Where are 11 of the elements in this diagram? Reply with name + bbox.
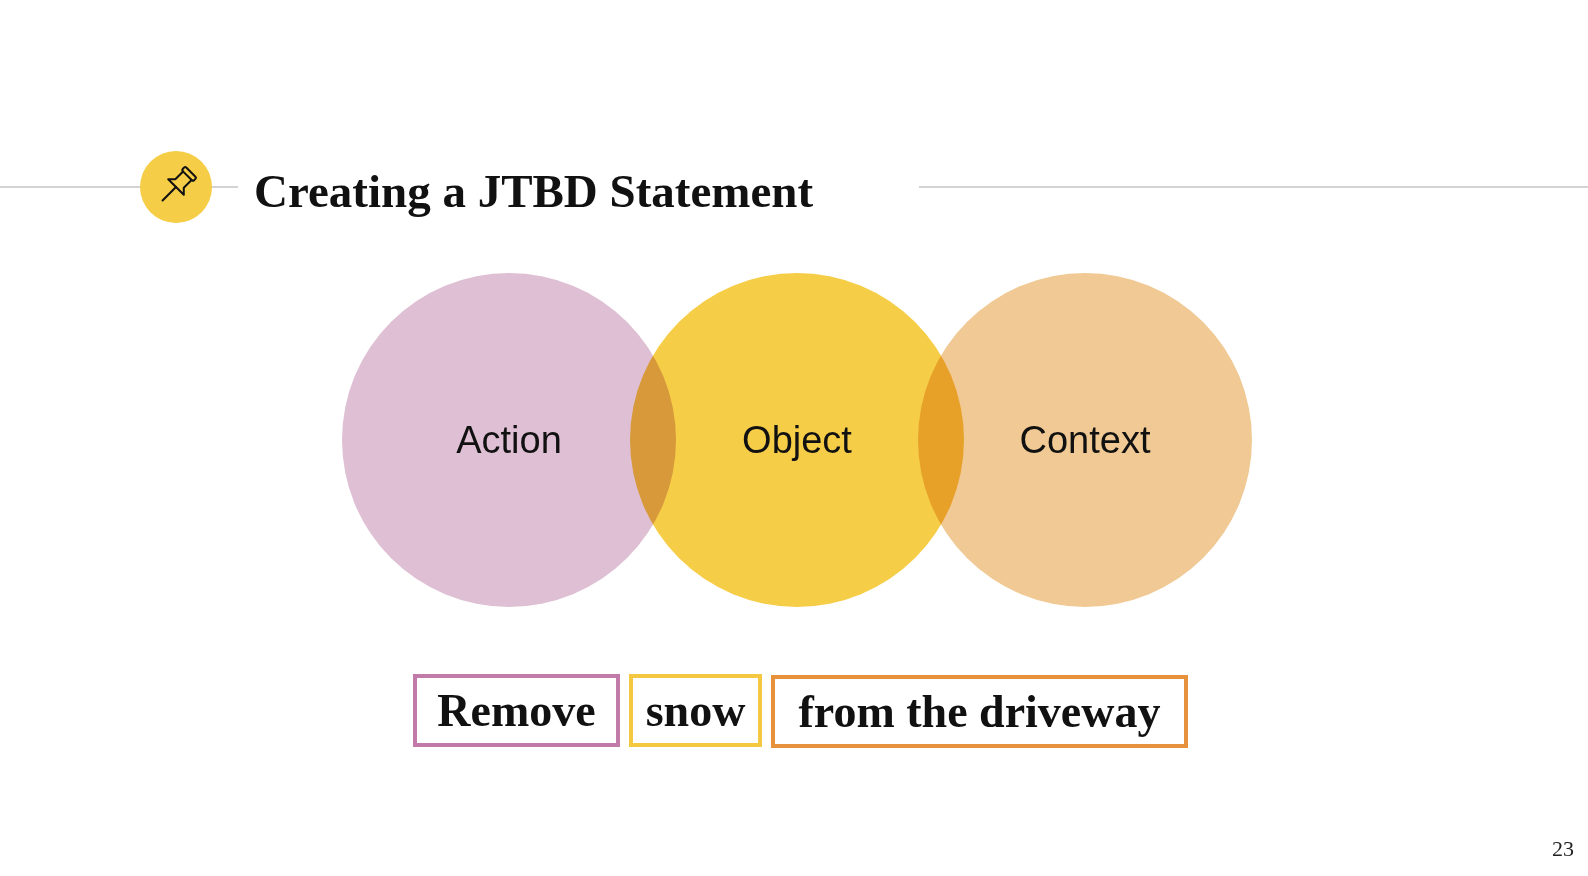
circle-label: Object [742,421,852,459]
circle-label: Action [456,421,562,459]
phrase-box [629,674,762,747]
phrase-text: from the driveway [798,688,1161,735]
phrase-box [771,675,1188,748]
phrase-box [413,674,620,747]
page-number: 23 [1552,838,1574,860]
phrase-text: Remove [437,687,596,734]
slide-title: Creating a JTBD Statement [254,168,814,215]
circle-label: Context [1019,421,1151,459]
phrase-text: snow [645,687,746,734]
